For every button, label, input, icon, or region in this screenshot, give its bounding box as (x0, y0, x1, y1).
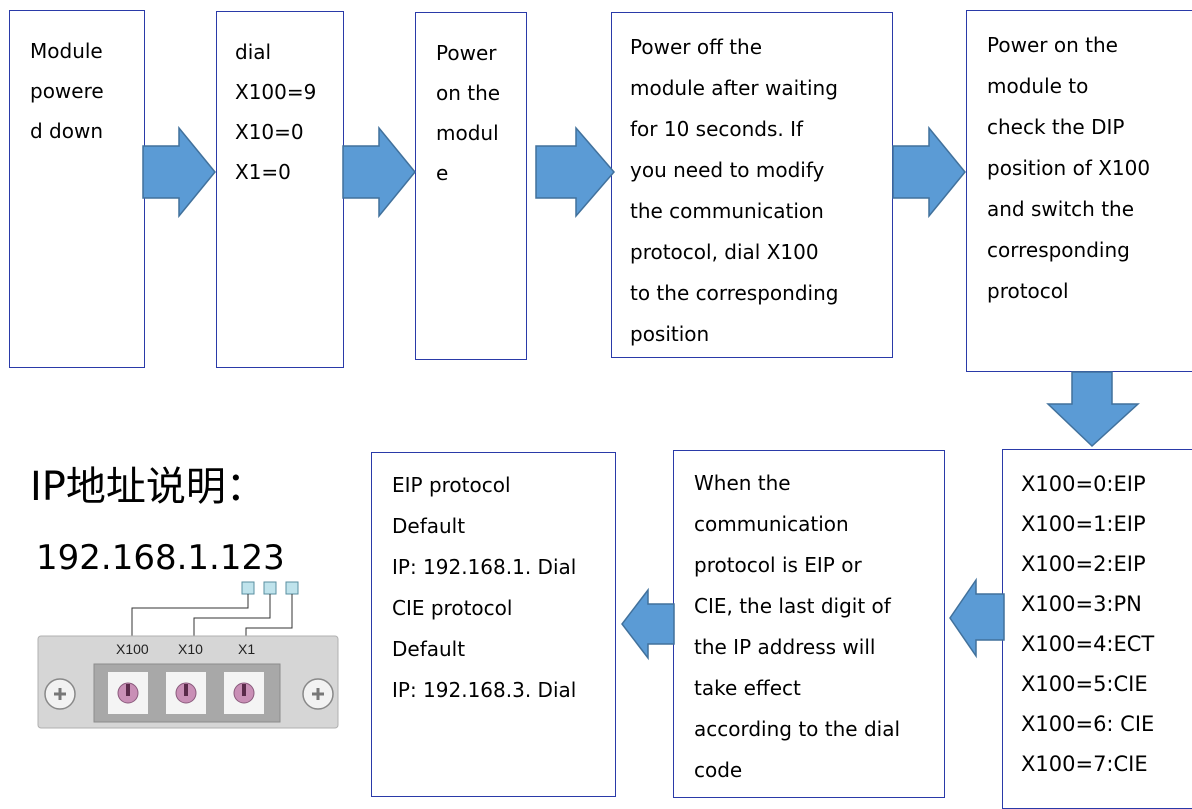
dip-switch-panel: X100 X10 X1 (37, 581, 339, 729)
dial-label-x1: X1 (238, 641, 255, 657)
ip-description-title: IP地址说明： (30, 464, 266, 510)
dial-label-x10: X10 (178, 641, 203, 657)
dial-x100-icon (108, 672, 148, 714)
default-ip-info: EIP protocol Default IP: 192.168.1. Dial… (371, 452, 616, 797)
arrow-right-icon (142, 125, 216, 219)
arrow-left-icon (949, 577, 1005, 659)
ip-address-example: 192.168.1.123 (36, 538, 285, 578)
step-dial-setting: dial X100=9 X10=0 X1=0 (216, 11, 344, 368)
arrow-right-icon (892, 125, 966, 219)
step-power-off-wait: Power off the module after waiting for 1… (611, 12, 893, 358)
protocol-mapping-list: X100=0:EIP X100=1:EIP X100=2:EIP X100=3:… (1002, 449, 1192, 809)
step-ip-last-digit: When the communication protocol is EIP o… (673, 450, 945, 798)
arrow-right-icon (535, 125, 615, 219)
step-power-on: Power on the modul e (415, 12, 527, 360)
dial-label-x100: X100 (116, 641, 149, 657)
arrow-right-icon (342, 125, 416, 219)
dial-x1-icon (224, 672, 264, 714)
dial-x10-icon (166, 672, 206, 714)
arrow-down-icon (1046, 371, 1140, 448)
arrow-left-icon (621, 587, 675, 661)
step-check-dip: Power on the module to check the DIP pos… (966, 10, 1192, 372)
step-module-powered-down: Module powere d down (9, 10, 145, 368)
